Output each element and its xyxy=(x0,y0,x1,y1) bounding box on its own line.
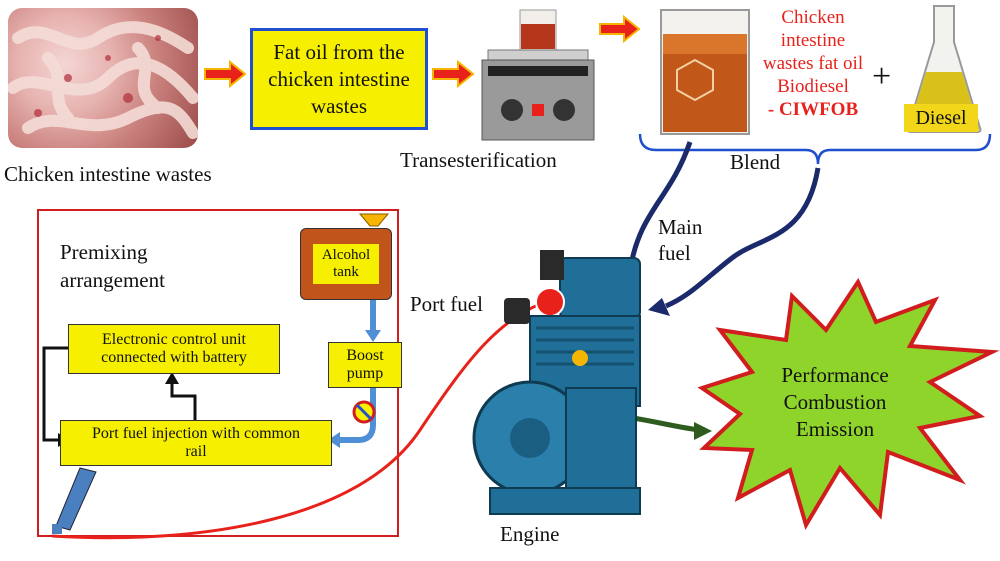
transesterification-label: Transesterification xyxy=(400,148,557,172)
main-fuel-line-2 xyxy=(665,167,821,309)
pump-to-rail-line xyxy=(336,386,376,443)
blend-label: Blend xyxy=(730,150,781,174)
biodiesel-abbr: - CIWFOB xyxy=(767,99,859,120)
fat-oil-box-label: Fat oil from the chicken intestine waste… xyxy=(268,39,410,118)
combustion-label: Combustion xyxy=(783,390,887,414)
plus-sign: + xyxy=(872,58,892,95)
port-fuel-line xyxy=(51,294,571,540)
injector-icon xyxy=(52,467,97,534)
engine-label: Engine xyxy=(500,522,560,546)
main-fuel-label: Main fuel xyxy=(658,215,703,265)
valve-icon xyxy=(352,400,376,424)
boost-pump-box: Boost pump xyxy=(328,342,402,388)
chicken-intestine-photo xyxy=(8,8,198,148)
port-fuel-label: Port fuel xyxy=(410,292,483,316)
blend-brace xyxy=(638,133,992,165)
main-fuel-line-1 xyxy=(627,141,693,271)
ecu-label: Electronic control unit connected with b… xyxy=(101,331,247,366)
flow-arrow-3 xyxy=(599,14,641,44)
alcohol-tank-label: Alcohol tank xyxy=(321,247,371,280)
diesel-label: Diesel xyxy=(915,106,967,129)
flow-arrow-1 xyxy=(204,59,247,89)
biodiesel-beaker-photo xyxy=(655,4,755,138)
results-starburst xyxy=(697,277,1000,530)
engine-image xyxy=(472,250,641,515)
port-injection-label: Port fuel injection with common rail xyxy=(92,425,300,460)
funnel-icon xyxy=(358,213,390,227)
emission-label: Emission xyxy=(795,417,875,441)
flow-arrow-2 xyxy=(432,59,475,89)
premix-title: Premixing arrangement xyxy=(60,240,165,292)
chicken-intestine-label: Chicken intestine wastes xyxy=(4,162,212,186)
rail-to-ecu-line xyxy=(170,382,197,420)
performance-label: Performance xyxy=(781,363,889,387)
diesel-label-box: Diesel xyxy=(904,104,978,132)
alcohol-tank-label-bg: Alcohol tank xyxy=(313,244,379,284)
ecu-to-rail-line xyxy=(42,346,68,442)
biodiesel-label: Chicken intestine wastes fat oil Biodies… xyxy=(758,6,868,121)
hot-plate-photo xyxy=(478,4,598,144)
fat-oil-box: Fat oil from the chicken intestine waste… xyxy=(250,28,428,130)
results-text: Performance Combustion Emission xyxy=(760,362,910,443)
port-injection-box: Port fuel injection with common rail xyxy=(60,420,332,466)
boost-pump-label: Boost pump xyxy=(346,347,384,382)
ecu-box: Electronic control unit connected with b… xyxy=(68,324,280,374)
alcohol-tank-box: Alcohol tank xyxy=(300,228,392,300)
biodiesel-label-text: Chicken intestine wastes fat oil Biodies… xyxy=(762,7,864,97)
